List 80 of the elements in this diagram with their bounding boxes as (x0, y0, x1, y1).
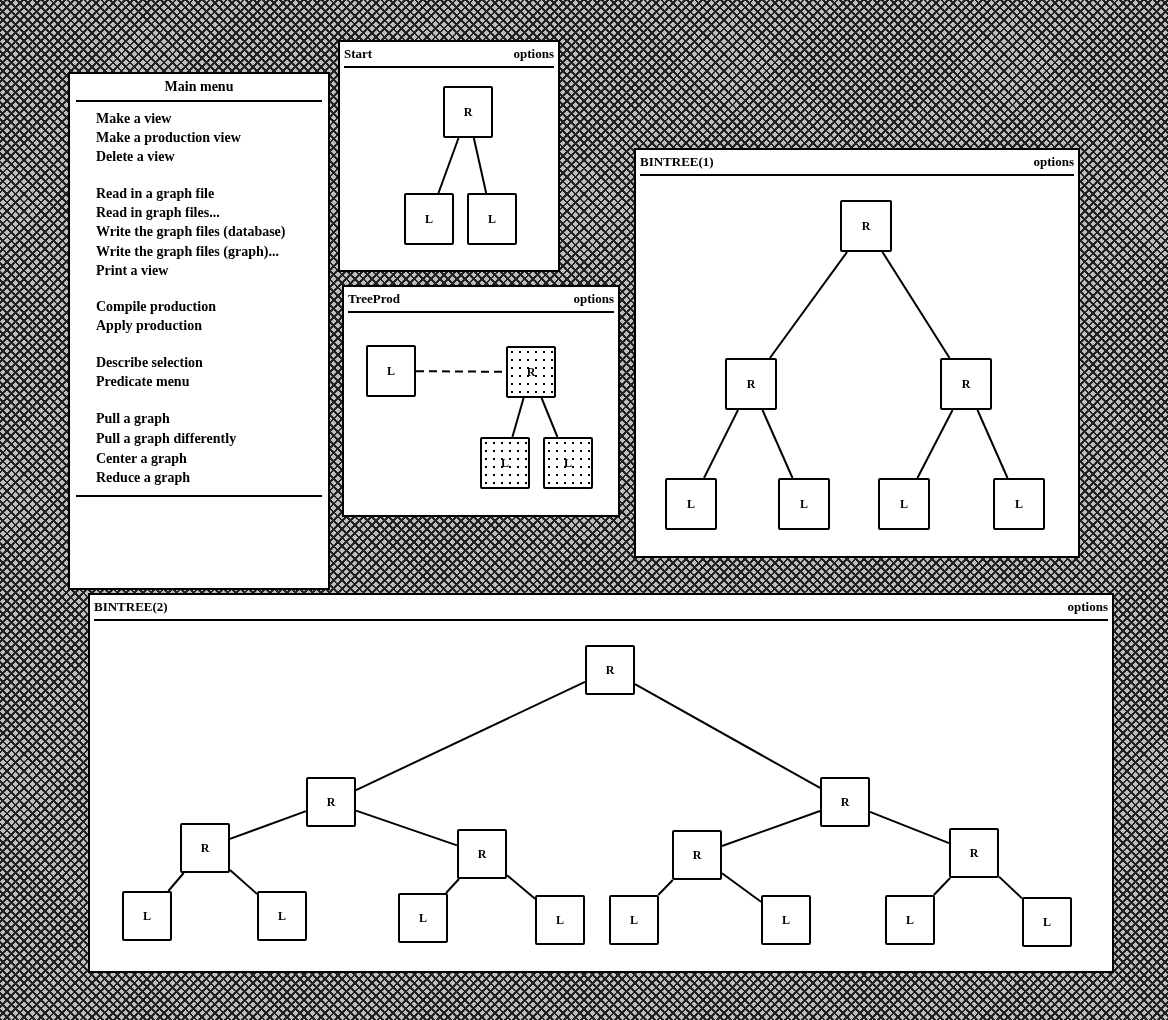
options-menu: options (573, 291, 614, 307)
graph-node: R (820, 777, 870, 827)
menu-item: Delete a view (96, 148, 175, 165)
tree-edge (355, 809, 458, 847)
graph-node: L (398, 893, 448, 943)
graph-node: L (665, 478, 717, 530)
graph-node: L (1022, 897, 1072, 947)
graph-node: R (585, 645, 635, 695)
menu-item: Read in graph files... (96, 204, 220, 221)
tree-edge (472, 137, 488, 194)
graph-node: L (778, 478, 830, 530)
tree-edge (445, 878, 460, 894)
graph-node: L (366, 345, 416, 397)
window-title: TreeProd (348, 291, 400, 307)
graph-window (342, 285, 620, 517)
graph-node: L (535, 895, 585, 945)
graph-node: L (257, 891, 307, 941)
graph-node: R (840, 200, 892, 252)
tree-edge (768, 251, 849, 359)
graph-node: L (609, 895, 659, 945)
graph-window (338, 40, 560, 272)
tree-edge (869, 810, 950, 845)
graph-node: R (457, 829, 507, 879)
menu-item: Read in a graph file (96, 185, 215, 202)
graph-node: R (306, 777, 356, 827)
tree-edge (881, 251, 951, 359)
menu-item: Make a view (96, 110, 172, 127)
menu-title: Main menu (163, 78, 235, 95)
tree-edge (506, 874, 536, 900)
tree-edge (634, 683, 821, 789)
graph-window (88, 593, 1114, 973)
tree-edge (355, 680, 586, 792)
tree-edge (721, 872, 762, 903)
menu-item: Apply production (96, 317, 202, 334)
tree-edge (976, 409, 1009, 479)
menu-item: Pull a graph differently (96, 430, 237, 447)
menu-item: Print a view (96, 262, 169, 279)
tree-edge (998, 875, 1023, 900)
tree-edge (229, 869, 258, 895)
menu-item: Center a graph (96, 450, 187, 467)
tree-edge (437, 137, 460, 194)
tree-edge (511, 397, 525, 438)
tree-edge (761, 409, 794, 479)
tree-edge (703, 409, 739, 479)
menu-item: Write the graph files (graph)... (96, 243, 279, 260)
options-menu: options (1067, 599, 1108, 615)
menu-item: Reduce a graph (96, 469, 191, 486)
graph-node: R (725, 358, 777, 410)
graph-node: L (993, 478, 1045, 530)
tree-edge (229, 810, 307, 840)
graph-node: R (949, 828, 999, 878)
graph-node: L (885, 895, 935, 945)
graph-node: L (467, 193, 517, 245)
tree-edge (540, 397, 559, 438)
tree-edge (932, 877, 952, 896)
window-title: Start (344, 46, 373, 62)
menu-item: Make a production view (96, 129, 241, 146)
graph-node: R (443, 86, 493, 138)
menu-item: Pull a graph (96, 410, 170, 427)
window-title: BINTREE(1) (640, 154, 714, 170)
window-title: BINTREE(2) (94, 599, 168, 615)
menu-item: Compile production (96, 298, 216, 315)
graph-node: L (878, 478, 930, 530)
options-menu: options (1033, 154, 1074, 170)
menu-item: Describe selection (96, 354, 203, 371)
menu-item: Write the graph files (database) (96, 223, 286, 240)
graph-node: L (404, 193, 454, 245)
options-menu: options (513, 46, 554, 62)
graph-node: L (761, 895, 811, 945)
menu-item: Predicate menu (96, 373, 190, 390)
tree-edge (167, 872, 185, 892)
tree-edge (916, 409, 954, 479)
menu-panel (68, 72, 330, 590)
graph-window (634, 148, 1080, 558)
graph-node: R (180, 823, 230, 873)
graph-node: R (672, 830, 722, 880)
graph-node: R (940, 358, 992, 410)
graph-node: L (122, 891, 172, 941)
tree-edge (721, 809, 821, 848)
tree-edge (657, 879, 674, 896)
